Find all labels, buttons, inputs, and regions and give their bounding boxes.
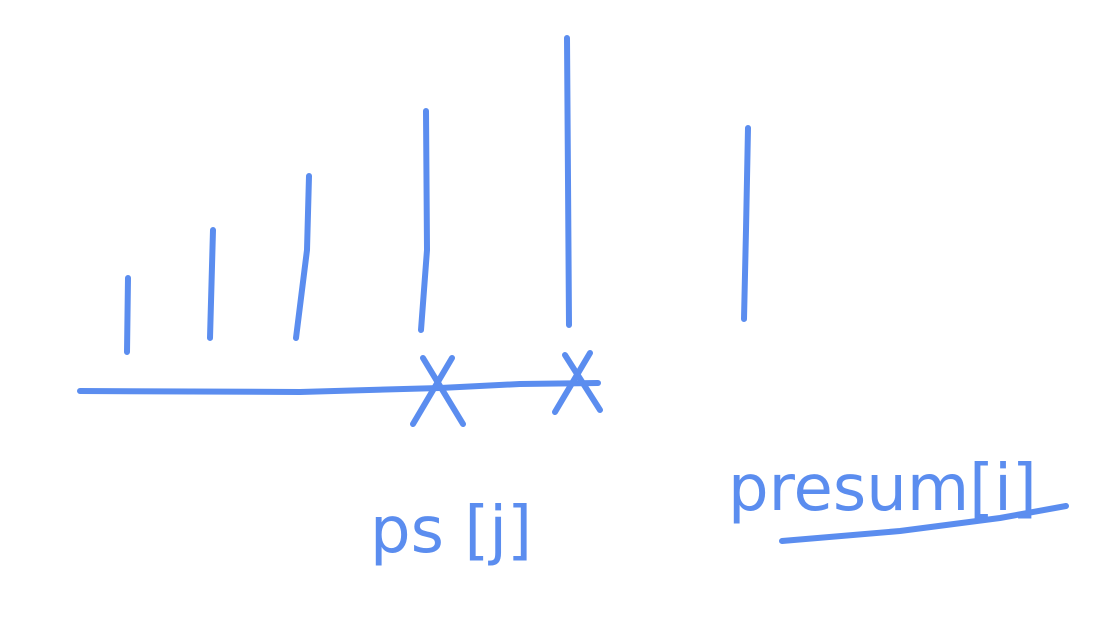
bar-2 — [207, 227, 216, 341]
cross-mark-j — [410, 355, 466, 427]
bar-6 — [741, 125, 751, 322]
axis-line — [77, 380, 601, 395]
underline-presum — [779, 503, 1069, 544]
bar-1 — [124, 275, 131, 355]
bar-4 — [418, 108, 430, 333]
bar-3 — [293, 173, 312, 341]
bar-5 — [564, 35, 572, 328]
label-presum-i: presum[i] — [728, 452, 1037, 526]
cross-mark-i — [552, 350, 603, 415]
label-ps-j: ps [j] — [370, 494, 532, 568]
